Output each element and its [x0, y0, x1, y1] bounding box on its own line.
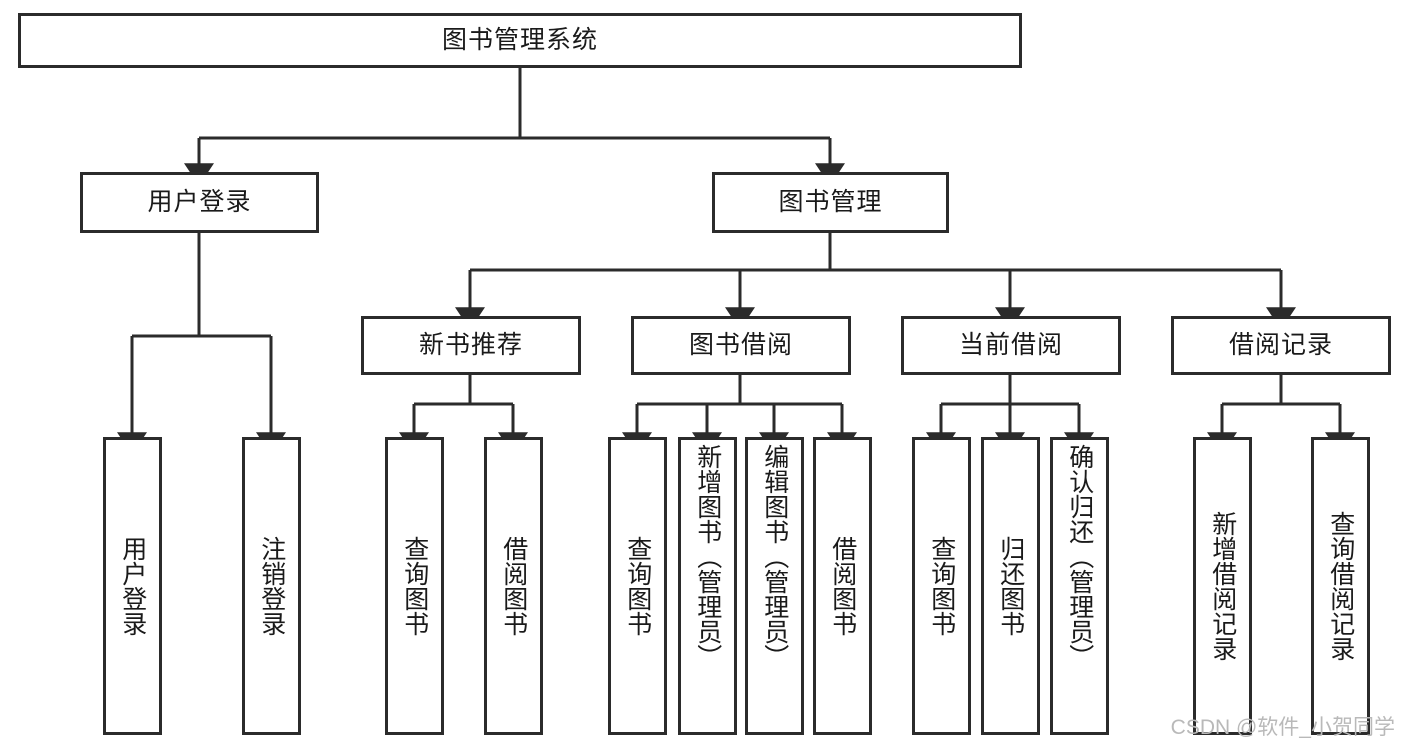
node-root-book-management-system[interactable]: 图书管理系统 — [18, 13, 1022, 68]
leaf-query-book-recommend[interactable]: 查询图书 — [385, 437, 444, 735]
leaf-confirm-return-admin[interactable]: 确认归还（管理员） — [1050, 437, 1109, 735]
node-label: 图书管理系统 — [441, 26, 598, 54]
leaf-borrow-book[interactable]: 借阅图书 — [813, 437, 872, 735]
node-label: 归还图书 — [996, 536, 1025, 636]
csdn-watermark: CSDN @软件_小贺同学 — [1171, 711, 1395, 741]
leaf-return-book[interactable]: 归还图书 — [981, 437, 1040, 735]
node-label: 查询图书 — [927, 536, 956, 636]
leaf-query-borrow-record[interactable]: 查询借阅记录 — [1311, 437, 1370, 735]
node-label: 确认归还（管理员） — [1065, 444, 1094, 669]
leaf-logout[interactable]: 注销登录 — [242, 437, 301, 735]
leaf-add-borrow-record[interactable]: 新增借阅记录 — [1193, 437, 1252, 735]
node-label: 新书推荐 — [418, 331, 523, 359]
node-label: 查询图书 — [623, 536, 652, 636]
node-label: 新增图书（管理员） — [693, 444, 722, 669]
leaf-user-login[interactable]: 用户登录 — [103, 437, 162, 735]
leaf-add-book-admin[interactable]: 新增图书（管理员） — [678, 437, 737, 735]
node-user-login[interactable]: 用户登录 — [80, 172, 319, 233]
leaf-borrow-book-recommend[interactable]: 借阅图书 — [484, 437, 543, 735]
node-label: 图书管理 — [778, 188, 883, 216]
node-label: 用户登录 — [118, 536, 147, 636]
node-label: 借阅图书 — [828, 536, 857, 636]
node-label: 查询借阅记录 — [1326, 511, 1355, 661]
node-label: 当前借阅 — [958, 331, 1063, 359]
node-borrow-record[interactable]: 借阅记录 — [1171, 316, 1391, 375]
node-new-book-recommend[interactable]: 新书推荐 — [361, 316, 581, 375]
node-label: 新增借阅记录 — [1208, 511, 1237, 661]
node-book-management[interactable]: 图书管理 — [712, 172, 949, 233]
node-book-borrow[interactable]: 图书借阅 — [631, 316, 851, 375]
node-label: 查询图书 — [400, 536, 429, 636]
node-label: 借阅记录 — [1228, 331, 1333, 359]
watermark-text: CSDN @软件_小贺同学 — [1170, 716, 1395, 739]
node-label: 注销登录 — [257, 536, 286, 636]
node-label: 编辑图书（管理员） — [760, 444, 789, 669]
leaf-edit-book-admin[interactable]: 编辑图书（管理员） — [745, 437, 804, 735]
leaf-query-book-current[interactable]: 查询图书 — [912, 437, 971, 735]
node-label: 借阅图书 — [499, 536, 528, 636]
leaf-query-book-borrow[interactable]: 查询图书 — [608, 437, 667, 735]
node-label: 用户登录 — [147, 188, 252, 216]
node-label: 图书借阅 — [688, 331, 793, 359]
node-current-borrow[interactable]: 当前借阅 — [901, 316, 1121, 375]
